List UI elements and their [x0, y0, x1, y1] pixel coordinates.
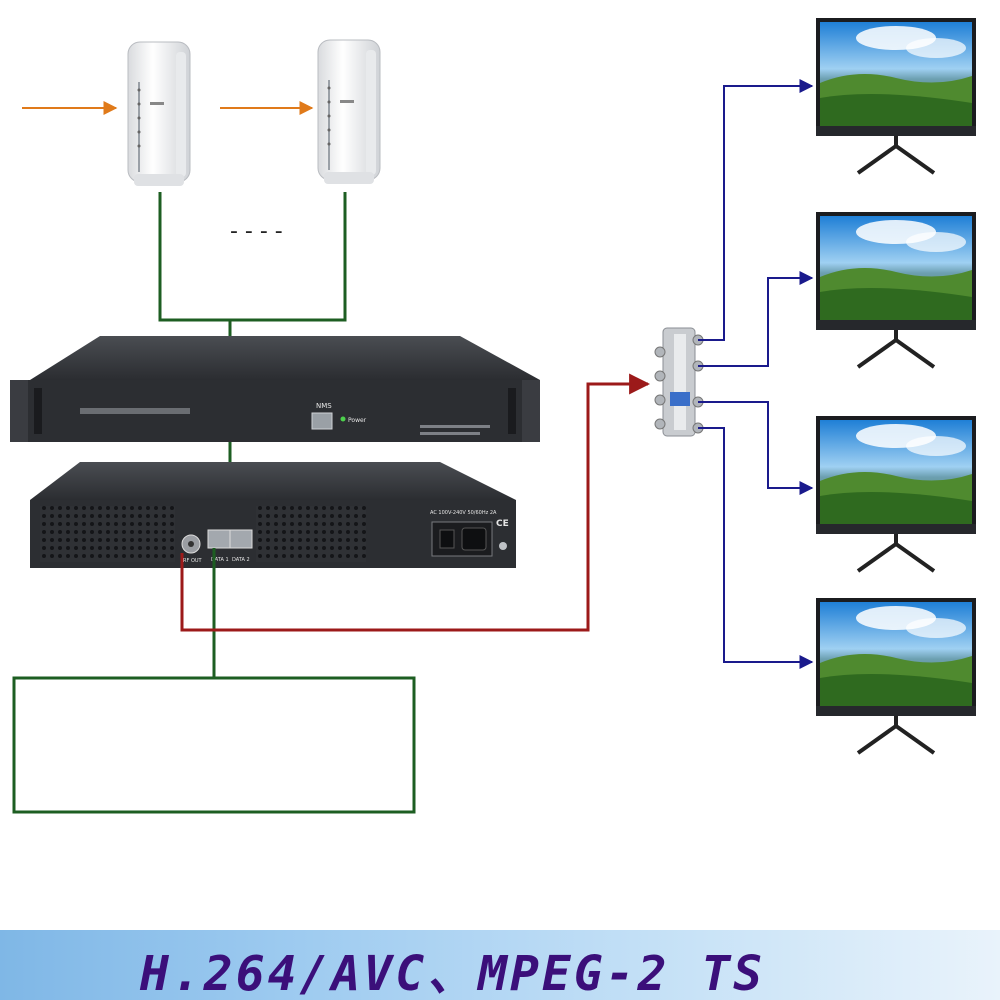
split-line-2 — [698, 271, 814, 367]
monitor-icon — [814, 596, 978, 755]
rf-output-line — [180, 373, 651, 632]
ce-mark: CE — [496, 519, 509, 529]
split-line-1 — [698, 79, 814, 341]
split-line-4 — [698, 427, 814, 669]
monitor-icon — [814, 16, 978, 175]
wireless-router-icon — [127, 41, 191, 187]
wireless-router-icon — [317, 39, 381, 185]
format-banner: H.264/AVC、MPEG-2 TS — [0, 930, 1000, 1000]
power-led-label: Power — [348, 417, 367, 424]
nms-label: NMS — [316, 402, 332, 410]
rf-out-label: RF OUT — [183, 558, 203, 564]
modulator-front-panel: NMS Power — [10, 336, 540, 442]
split-line-3 — [698, 401, 814, 495]
data1-port-icon — [207, 529, 231, 549]
ground-screw-icon — [499, 542, 507, 550]
nms-port-icon — [311, 412, 333, 430]
monitor-icon — [814, 210, 978, 369]
gap-marker: - - - - — [230, 219, 283, 244]
network-box — [12, 676, 416, 814]
power-led-icon — [340, 416, 346, 422]
data2-port-icon — [229, 529, 253, 549]
modulator-rear-panel: RF OUT DATA 1 DATA 2 AC 100V-240V 50/60H… — [30, 462, 516, 568]
data2-label: DATA 2 — [232, 557, 250, 563]
rf-splitter-icon — [654, 327, 704, 437]
power-rating-label: AC 100V-240V 50/60Hz 2A — [430, 510, 497, 516]
data1-label: DATA 1 — [211, 557, 229, 563]
network-line-encoders — [158, 192, 347, 322]
format-banner-text: H.264/AVC、MPEG-2 TS — [140, 946, 766, 1000]
monitor-icon — [814, 414, 978, 573]
